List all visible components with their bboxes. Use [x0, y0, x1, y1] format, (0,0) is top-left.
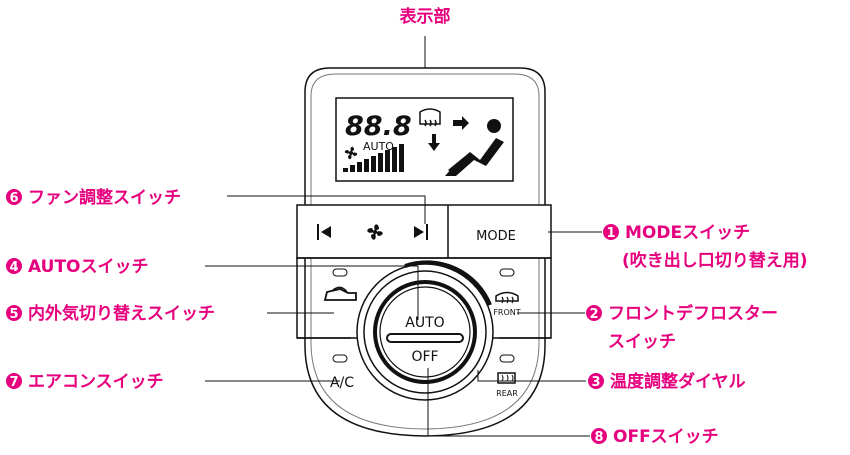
- callout-2-label-line2: スイッチ: [608, 332, 676, 352]
- svg-text:8: 8: [594, 430, 603, 445]
- callout-8: 8 OFFスイッチ: [591, 427, 719, 447]
- off-button[interactable]: OFF: [411, 349, 438, 365]
- control-panel-inner: [310, 73, 540, 430]
- callout-3: 3 温度調整ダイヤル: [588, 371, 746, 392]
- callout-2: 2 フロントデフロスター スイッチ: [586, 303, 778, 352]
- rear-defrost-indicator-light: [499, 354, 515, 363]
- knob-divider-bar: [386, 333, 464, 343]
- recirc-indicator-light: [332, 268, 348, 277]
- callout-8-label: OFFスイッチ: [613, 427, 719, 447]
- recirculation-car-icon: [323, 288, 357, 301]
- callout-3-label: 温度調整ダイヤル: [610, 371, 746, 392]
- lcd-defrost-icon: [419, 108, 441, 127]
- svg-text:2: 2: [589, 307, 598, 322]
- center-knob-inner: [379, 286, 471, 378]
- front-defrost-button[interactable]: FRONT: [493, 291, 521, 318]
- svg-text:3: 3: [591, 375, 600, 390]
- rear-defrost-icon: [497, 372, 516, 384]
- callout-4-label: AUTOスイッチ: [28, 257, 149, 277]
- auto-button[interactable]: AUTO: [405, 315, 444, 331]
- ac-button[interactable]: A/C: [330, 375, 354, 391]
- callout-5: 5 内外気切り替えスイッチ: [6, 303, 215, 324]
- front-defrost-indicator-light: [499, 268, 515, 277]
- callout-1-label-line1: MODEスイッチ: [625, 223, 750, 243]
- callout-6-label: ファン調整スイッチ: [28, 187, 181, 208]
- lcd-fan-level-bars: [343, 144, 404, 172]
- temperature-scale-arc: [404, 260, 492, 306]
- display-callout-label: 表示部: [400, 6, 451, 27]
- callout-7: 7 エアコンスイッチ: [6, 372, 164, 392]
- lcd-auto-indicator: AUTO: [363, 140, 394, 153]
- front-defrost-label: FRONT: [493, 308, 520, 317]
- lcd-arrow-down-icon: [428, 134, 440, 151]
- mode-button[interactable]: MODE: [476, 229, 516, 244]
- lcd-arrow-right-icon: [453, 116, 469, 130]
- rear-defrost-label: REAR: [496, 389, 518, 398]
- recirculation-button[interactable]: [323, 286, 357, 301]
- callout-1: 1 MODEスイッチ (吹き出し口切り替え用): [603, 223, 808, 271]
- callout-7-label: エアコンスイッチ: [28, 372, 164, 392]
- svg-text:7: 7: [9, 375, 18, 390]
- svg-text:1: 1: [606, 226, 615, 241]
- lcd-fan-icon: [344, 146, 358, 160]
- front-defrost-icon: [495, 291, 519, 302]
- callout-2-label-line1: フロントデフロスター: [608, 303, 778, 324]
- svg-text:4: 4: [9, 260, 18, 275]
- callout-1-label-line2: (吹き出し口切り替え用): [622, 250, 808, 271]
- lcd-temperature: 88.8: [345, 111, 412, 142]
- fan-down-button[interactable]: [310, 218, 344, 246]
- callout-5-label: 内外気切り替えスイッチ: [28, 303, 215, 324]
- svg-text:6: 6: [9, 191, 18, 206]
- svg-text:5: 5: [9, 307, 18, 322]
- rear-defrost-button[interactable]: REAR: [496, 372, 518, 398]
- lcd-display: 88.8 AUTO: [335, 97, 514, 182]
- leader-lines: [205, 195, 602, 437]
- callout-4: 4 AUTOスイッチ: [6, 257, 149, 277]
- ac-indicator-light: [332, 354, 348, 363]
- lcd-seat-person-icon: [445, 119, 504, 176]
- fan-icon: [367, 224, 383, 240]
- callout-6: 6 ファン調整スイッチ: [6, 187, 181, 208]
- fan-up-button[interactable]: [405, 218, 439, 246]
